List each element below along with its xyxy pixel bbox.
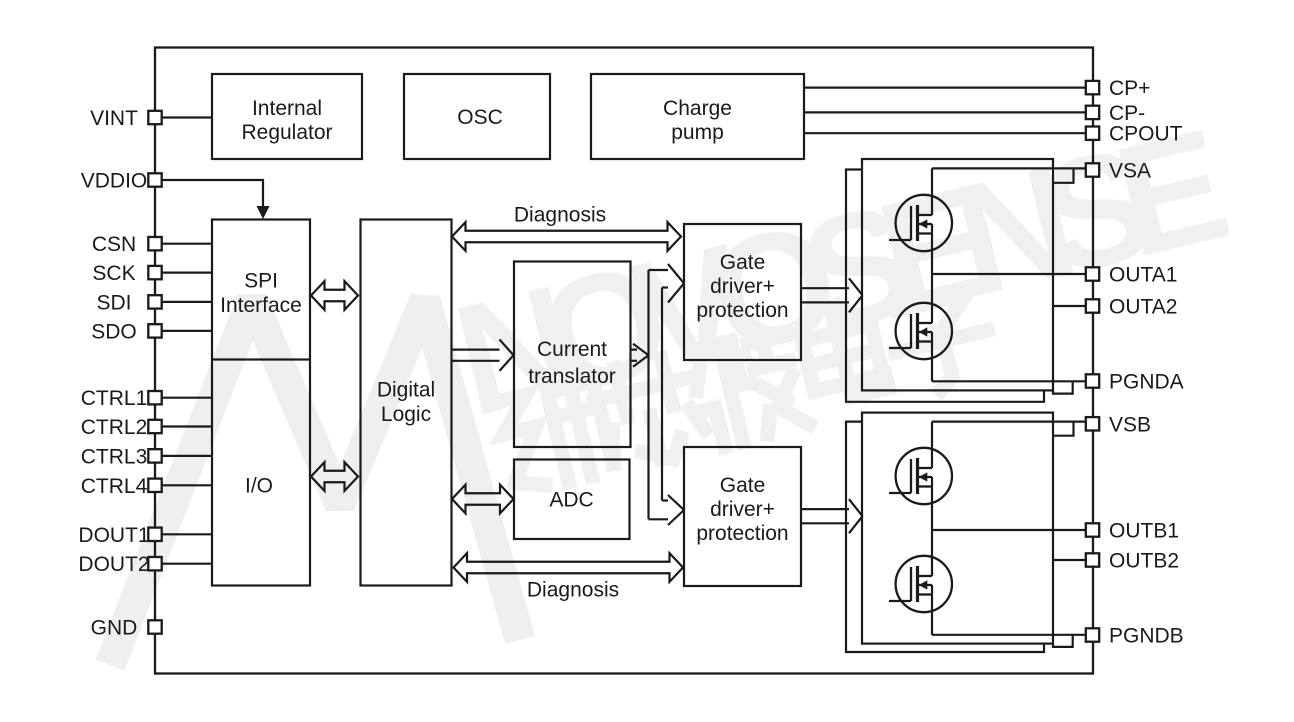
svg-text:Gate: Gate	[720, 251, 766, 274]
svg-text:OUTB1: OUTB1	[1109, 520, 1179, 543]
svg-text:OUTA1: OUTA1	[1109, 264, 1177, 287]
svg-text:DOUT1: DOUT1	[78, 524, 149, 547]
svg-text:DOUT2: DOUT2	[78, 553, 149, 576]
svg-text:Current: Current	[537, 338, 607, 361]
svg-text:CPOUT: CPOUT	[1109, 123, 1183, 146]
svg-text:driver+: driver+	[710, 498, 775, 521]
svg-text:VSB: VSB	[1109, 413, 1151, 436]
svg-text:OUTA2: OUTA2	[1109, 296, 1177, 319]
svg-text:driver+: driver+	[710, 275, 775, 298]
svg-text:Diagnosis: Diagnosis	[527, 579, 619, 602]
svg-text:CP+: CP+	[1109, 77, 1150, 100]
svg-text:SDI: SDI	[96, 291, 131, 314]
svg-text:Logic: Logic	[381, 403, 431, 426]
svg-text:CTRL1: CTRL1	[81, 387, 148, 410]
svg-text:protection: protection	[696, 299, 788, 322]
svg-text:Digital: Digital	[377, 379, 435, 402]
svg-text:OUTB2: OUTB2	[1109, 550, 1179, 573]
svg-text:CP-: CP-	[1109, 102, 1145, 125]
svg-text:GND: GND	[91, 617, 138, 640]
svg-text:VSA: VSA	[1109, 160, 1151, 183]
svg-text:translator: translator	[528, 365, 616, 388]
svg-text:OSC: OSC	[457, 106, 503, 129]
svg-text:PGNDB: PGNDB	[1109, 625, 1184, 648]
svg-text:Interface: Interface	[220, 294, 302, 317]
svg-text:CTRL3: CTRL3	[81, 445, 148, 468]
svg-text:PGNDA: PGNDA	[1109, 371, 1184, 394]
svg-text:SDO: SDO	[91, 320, 137, 343]
svg-text:Charge: Charge	[663, 97, 732, 120]
svg-text:protection: protection	[696, 522, 788, 545]
svg-text:CTRL4: CTRL4	[81, 475, 148, 498]
svg-text:CTRL2: CTRL2	[81, 416, 148, 439]
svg-text:Diagnosis: Diagnosis	[514, 204, 606, 227]
svg-text:SPI: SPI	[244, 270, 278, 293]
svg-text:VDDIO: VDDIO	[81, 170, 148, 193]
svg-text:I/O: I/O	[245, 475, 273, 498]
svg-text:CSN: CSN	[92, 233, 136, 256]
svg-text:Regulator: Regulator	[241, 121, 332, 144]
svg-text:SCK: SCK	[92, 262, 135, 285]
svg-text:Gate: Gate	[720, 474, 766, 497]
svg-text:ADC: ADC	[549, 489, 593, 512]
svg-text:VINT: VINT	[90, 107, 138, 130]
svg-text:pump: pump	[671, 121, 724, 144]
svg-text:Internal: Internal	[252, 97, 322, 120]
